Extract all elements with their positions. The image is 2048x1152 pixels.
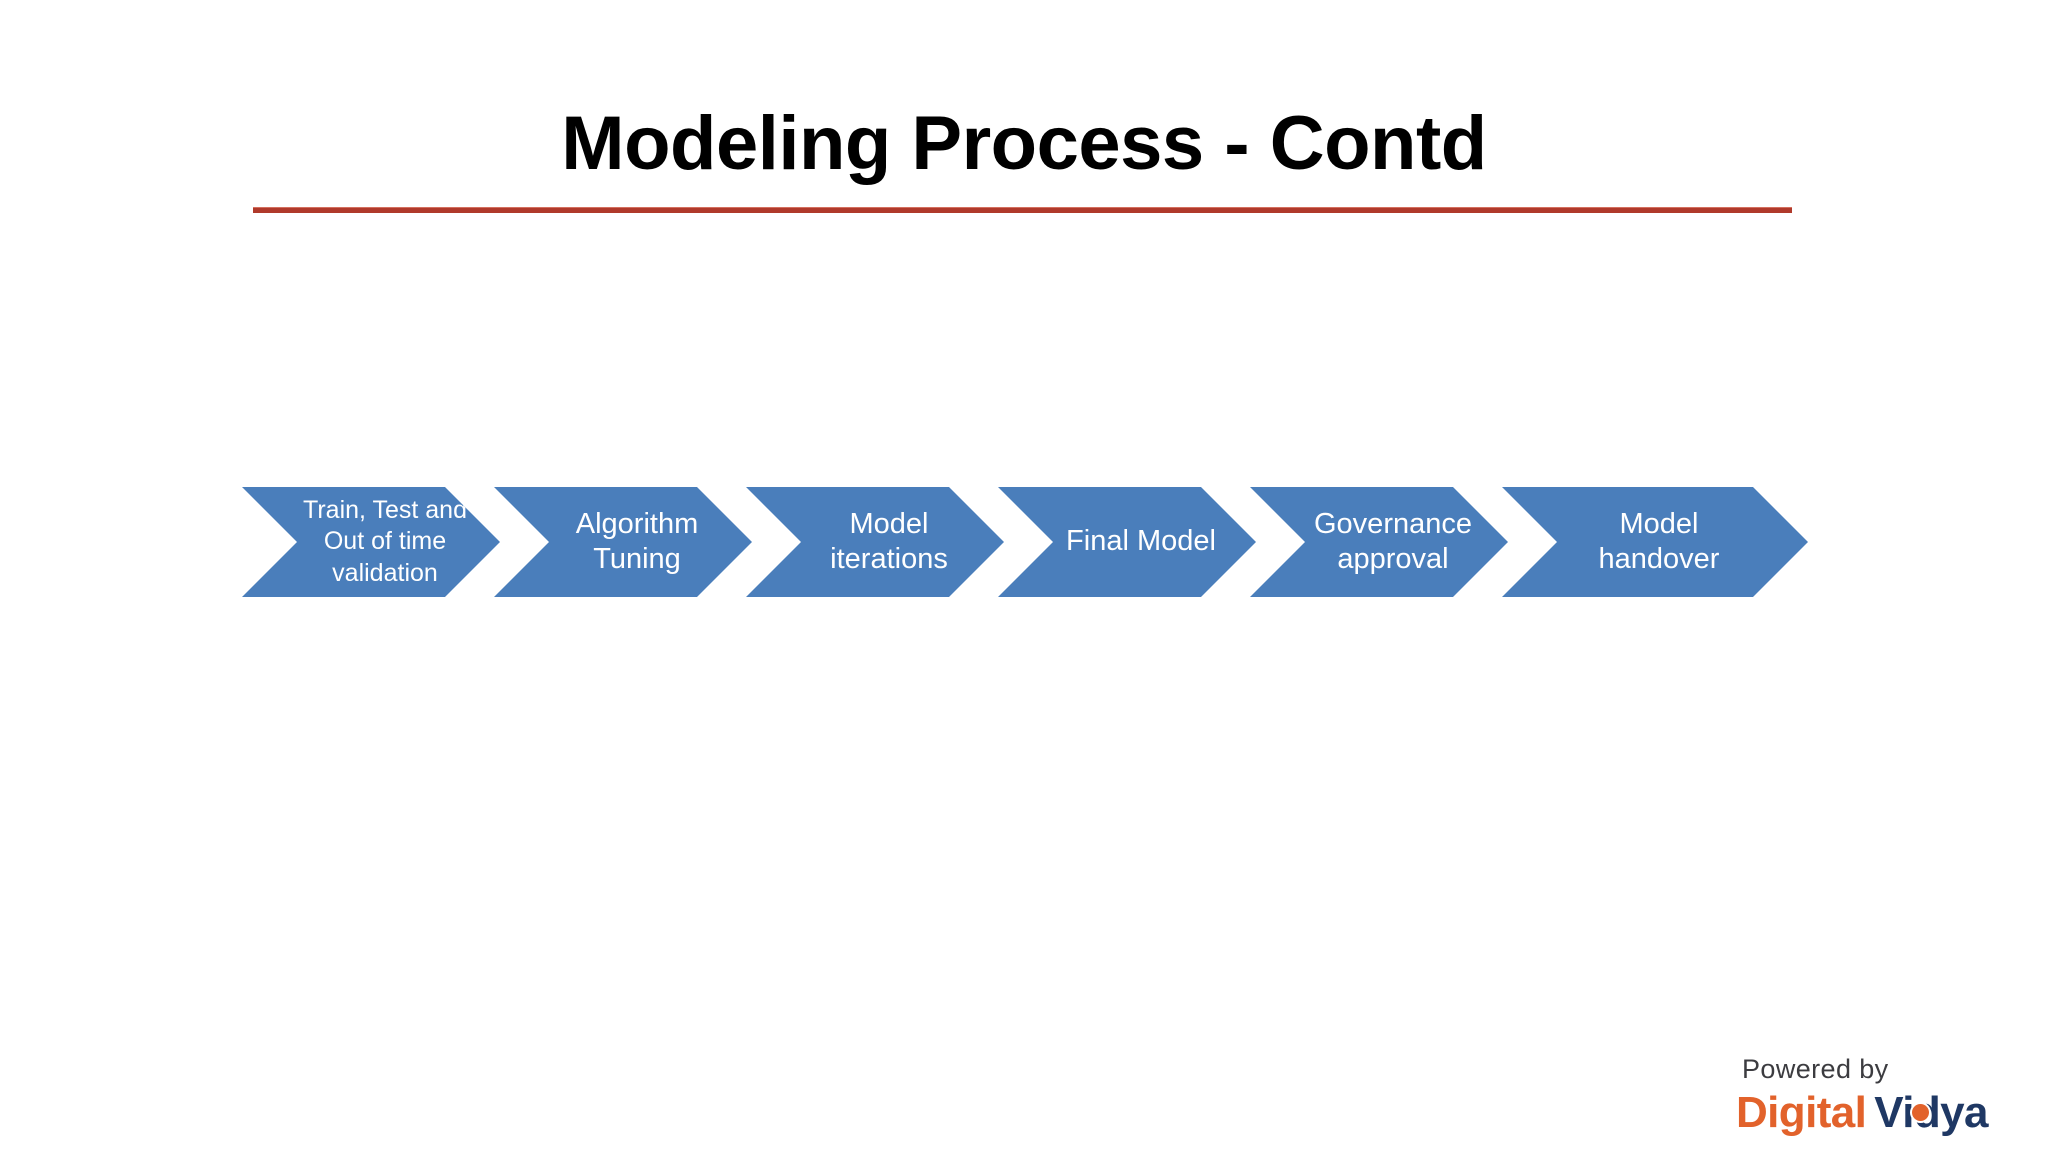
process-step-governance-approval[interactable]: Governance approval <box>1250 487 1508 597</box>
flame-dot-icon <box>1912 1104 1930 1121</box>
process-step-label-line: iterations <box>830 543 948 575</box>
process-chevron-row: Train, Test and Out of time validation A… <box>242 487 1808 597</box>
process-step-label-line: Model <box>1619 507 1699 540</box>
page-title: Modeling Process - Contd <box>561 101 1487 186</box>
title-underline-rule <box>253 207 1792 213</box>
process-step-label: Algorithm Tuning <box>494 507 752 578</box>
brand-wordmark-digital: Digital <box>1736 1088 1867 1137</box>
process-step-label-line: Train, Test and <box>303 495 467 524</box>
powered-by-label: Powered by <box>1742 1054 1889 1084</box>
process-step-label-line: Tuning <box>593 543 681 575</box>
process-step-label: Model iterations <box>746 507 1004 578</box>
process-step-label: Final Model <box>998 524 1256 559</box>
process-step-final-model[interactable]: Final Model <box>998 487 1256 597</box>
process-step-label-line: approval <box>1337 543 1449 575</box>
brand-wordmark-vidya-text: Vidya <box>1874 1088 1988 1137</box>
process-step-label: Train, Test and Out of time validation <box>242 495 500 590</box>
process-step-label-line: Final Model <box>1066 525 1216 558</box>
process-step-model-iterations[interactable]: Model iterations <box>746 487 1004 597</box>
process-step-label-line: Governance <box>1314 507 1472 540</box>
process-step-label: Model handover <box>1502 507 1808 578</box>
process-step-label-line: Algorithm <box>575 507 699 540</box>
process-step-label-line: validation <box>332 558 438 587</box>
brand-wordmark-vidya: Vidya <box>1874 1088 1988 1137</box>
process-step-label-line: Out of time <box>323 527 447 556</box>
process-step-label: Governance approval <box>1250 507 1508 578</box>
process-step-label-line: handover <box>1598 543 1720 575</box>
process-step-algorithm-tuning[interactable]: Algorithm Tuning <box>494 487 752 597</box>
process-step-model-handover[interactable]: Model handover <box>1502 487 1808 597</box>
process-step-label-line: Model <box>849 507 929 540</box>
process-step-train-test-out-of-time-validation[interactable]: Train, Test and Out of time validation <box>242 487 500 597</box>
